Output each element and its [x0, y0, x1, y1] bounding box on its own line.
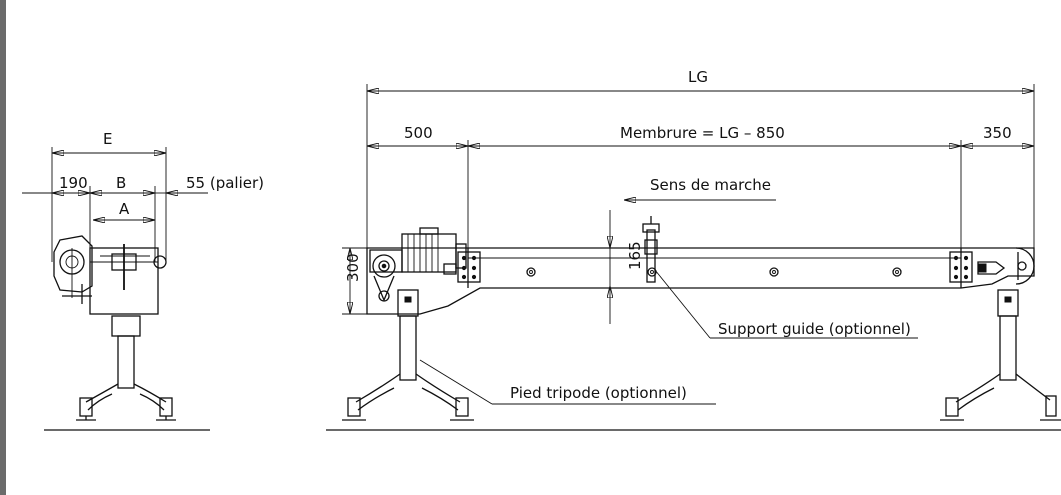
beam-hole — [769, 267, 779, 277]
label-165: 165 — [626, 241, 644, 270]
page-edge — [0, 0, 6, 495]
label-a: A — [119, 200, 130, 218]
label-b: B — [116, 174, 126, 192]
label-300: 300 — [344, 253, 362, 282]
support-guide — [642, 216, 918, 339]
label-350: 350 — [983, 124, 1012, 142]
beam-hole — [647, 267, 657, 277]
label-membrure: Membrure = LG – 850 — [620, 124, 785, 142]
label-lg: LG — [688, 68, 708, 86]
leader-pied-tripode — [419, 359, 493, 405]
tail-pulley — [977, 247, 1035, 285]
beam-hole — [526, 267, 536, 277]
label-support-guide: Support guide (optionnel) — [718, 320, 911, 338]
head-plate-right — [949, 251, 973, 283]
motor-end-view — [53, 235, 93, 304]
beam-hole — [892, 267, 902, 277]
label-190: 190 — [59, 174, 88, 192]
conveyor-frame — [366, 247, 1035, 315]
label-500: 500 — [404, 124, 433, 142]
label-pied-tripode: Pied tripode (optionnel) — [510, 384, 687, 402]
label-55: 55 (palier) — [186, 174, 264, 192]
label-e: E — [103, 130, 112, 148]
side-view: LG 500 Membrure = LG – 850 350 Sens de m… — [326, 68, 1061, 431]
end-view: E 190 B 55 (palier) A — [22, 130, 264, 431]
tripod-right — [940, 289, 1061, 421]
head-plate-left — [457, 251, 481, 283]
tripod-end-view — [76, 315, 176, 421]
drive-motor — [369, 227, 467, 302]
tripod-left — [342, 289, 474, 421]
label-sens-de-marche: Sens de marche — [650, 176, 771, 194]
frame-section — [89, 244, 167, 315]
